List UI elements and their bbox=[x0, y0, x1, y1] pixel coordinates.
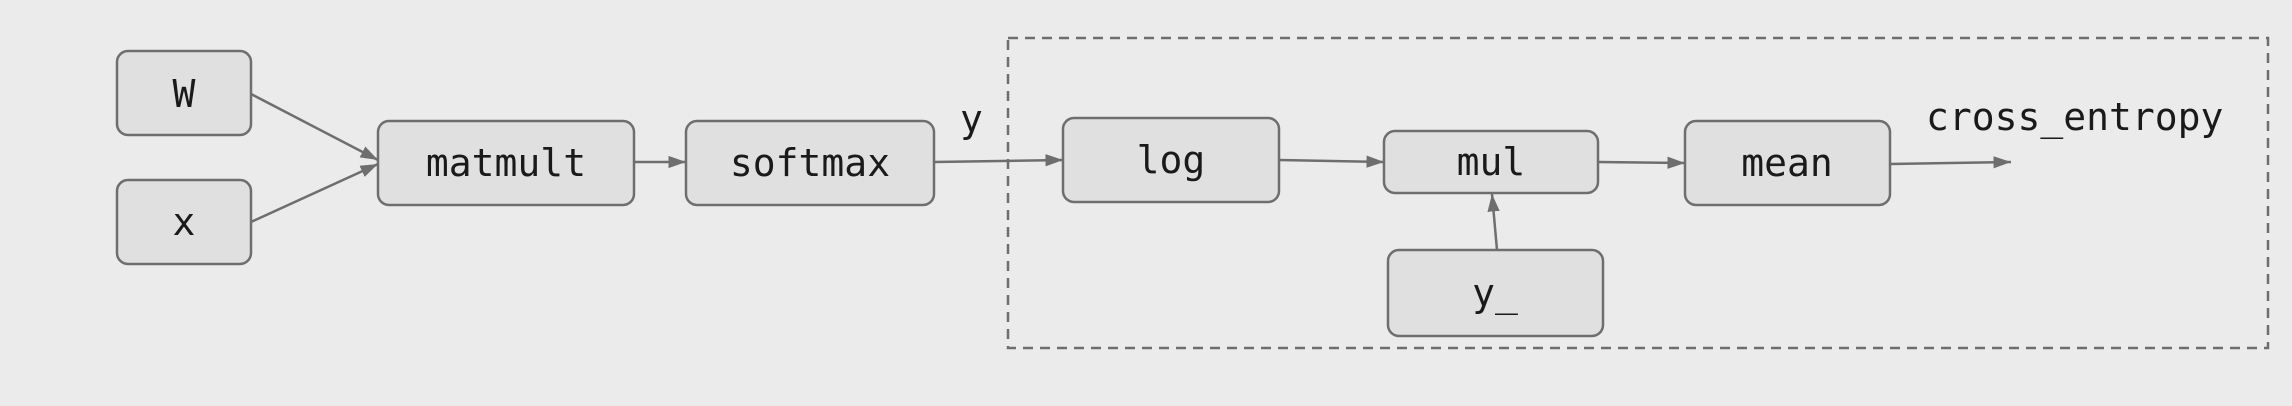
node-log: log bbox=[1061, 116, 1281, 204]
node-x-label: x bbox=[173, 200, 196, 244]
edge-x-to-matmult bbox=[250, 162, 379, 224]
edge-mul-to-mean bbox=[1597, 156, 1686, 169]
node-mean: mean bbox=[1683, 119, 1892, 207]
edge-label-cross-entropy: cross_entropy bbox=[1926, 95, 2223, 140]
edge-mean-to-output bbox=[1889, 156, 2012, 169]
node-mul-label: mul bbox=[1457, 140, 1526, 184]
node-y-underscore-label: y_ bbox=[1472, 271, 1518, 316]
edge-log-to-mul bbox=[1278, 155, 1385, 168]
node-log-label: log bbox=[1137, 138, 1206, 182]
cross-entropy-group-box bbox=[1006, 36, 2270, 350]
node-mul: mul bbox=[1382, 129, 1600, 195]
node-softmax: softmax bbox=[684, 119, 936, 207]
edge-w-to-matmult bbox=[250, 92, 379, 162]
edge-softmax-to-log bbox=[933, 154, 1064, 167]
node-matmult-label: matmult bbox=[426, 141, 586, 185]
edge-y-underscore-to-mul bbox=[1487, 193, 1500, 251]
node-x: x bbox=[115, 178, 253, 266]
node-matmult: matmult bbox=[376, 119, 636, 207]
node-w-label: W bbox=[173, 72, 196, 116]
node-w: W bbox=[115, 49, 253, 137]
edge-label-y: y bbox=[960, 97, 983, 141]
node-y-underscore: y_ bbox=[1386, 248, 1605, 338]
node-mean-label: mean bbox=[1741, 141, 1833, 185]
node-softmax-label: softmax bbox=[730, 141, 890, 185]
